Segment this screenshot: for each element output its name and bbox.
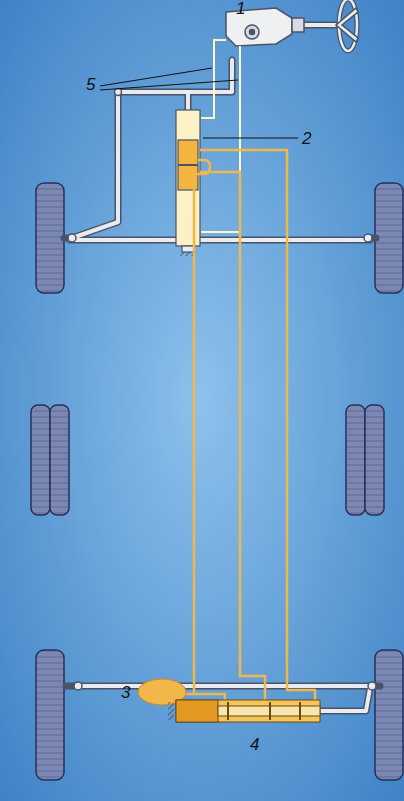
- callout-number: 4: [250, 736, 259, 753]
- callout-number: 3: [121, 684, 130, 701]
- linkage: [64, 25, 380, 711]
- callout-number: 1: [236, 0, 245, 17]
- callout-number: 5: [86, 76, 95, 93]
- hydraulic-lines: [185, 150, 315, 700]
- leader-lines: [100, 68, 298, 138]
- steering-gear: [226, 0, 358, 51]
- wheels: [31, 183, 403, 780]
- callout-number: 2: [302, 130, 311, 147]
- front-cylinder: [176, 110, 200, 256]
- rear-cylinder: [168, 700, 320, 722]
